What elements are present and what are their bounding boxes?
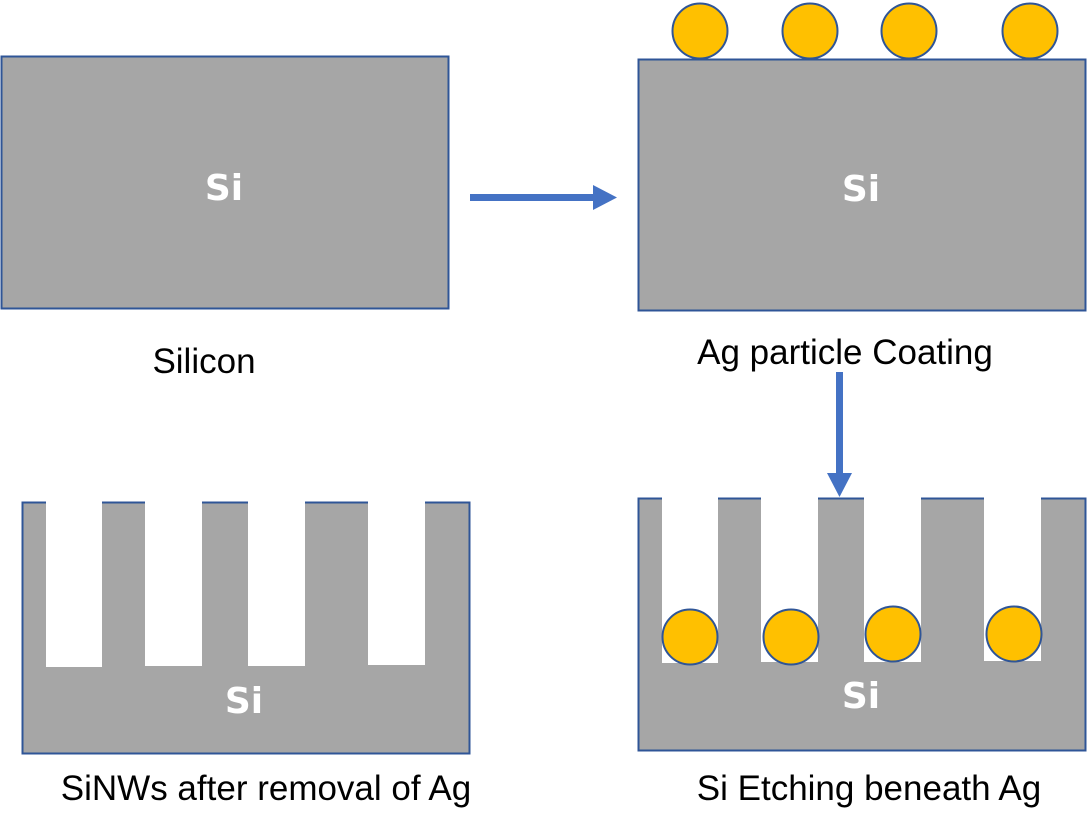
step-caption-sinws: SiNWs after removal of Ag	[61, 769, 471, 808]
step-etching: Si Si Etching beneath Ag	[637, 497, 1087, 808]
silver-particle-icon	[985, 605, 1043, 663]
silver-particle-icon	[864, 605, 922, 663]
etched-pore	[248, 501, 305, 666]
silver-particle-icon	[671, 2, 729, 60]
silver-particle-icon	[880, 2, 938, 60]
step-caption-ag-coating: Ag particle Coating	[697, 333, 993, 372]
silver-particle-icon	[762, 608, 820, 666]
silicon-block	[637, 58, 1087, 312]
arrow-right-shaft	[470, 194, 594, 201]
arrow-right-head	[593, 185, 617, 210]
pore-row	[46, 501, 425, 667]
arrow-down-icon	[827, 372, 852, 497]
silicon-label: Si	[842, 676, 880, 717]
silver-particle-icon	[781, 2, 839, 60]
step-silicon: Si Silicon	[0, 55, 450, 381]
step-ag-coating: Si Ag particle Coating	[637, 2, 1087, 372]
silicon-label: Si	[225, 681, 263, 722]
step-caption-silicon: Silicon	[152, 342, 255, 381]
particle-row-etched	[661, 605, 1043, 666]
silicon-label: Si	[842, 169, 880, 210]
step-caption-etching: Si Etching beneath Ag	[697, 769, 1041, 808]
etched-pore	[145, 501, 202, 666]
silicon-label: Si	[205, 168, 243, 209]
particle-row-top	[671, 2, 1059, 60]
silver-particle-icon	[661, 608, 719, 666]
etched-pore	[46, 501, 102, 667]
etched-pore	[368, 501, 425, 665]
arrow-down-head	[827, 473, 852, 497]
arrow-down-shaft	[836, 372, 843, 474]
silicon-block	[0, 55, 450, 310]
silver-particle-icon	[1001, 2, 1059, 60]
arrow-right-icon	[470, 185, 617, 210]
step-sinws: Si SiNWs after removal of Ag	[21, 501, 471, 808]
